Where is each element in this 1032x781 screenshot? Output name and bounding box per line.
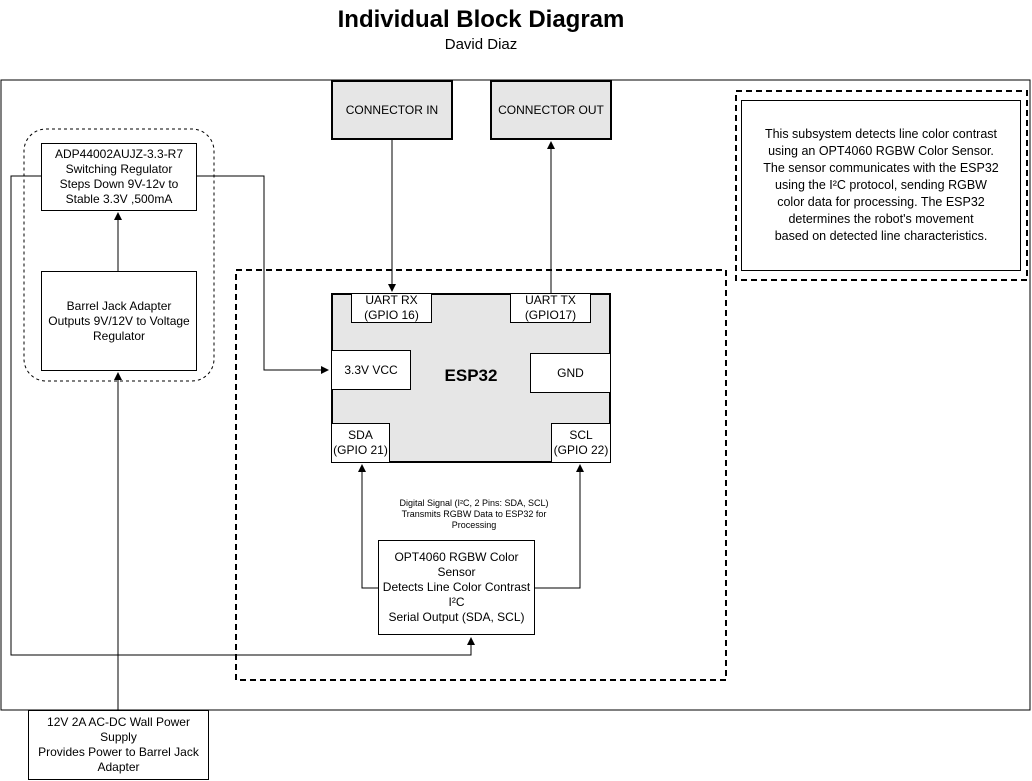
sensor-to-scl-arrow [535,464,584,589]
gnd-pin: GND [530,353,611,393]
gnd-label: GND [557,365,584,380]
regulator-to-vcc-arrow [197,175,329,374]
i2c-signal-label: Digital Signal (I²C, 2 Pins: SDA, SCL) T… [399,498,549,530]
wall-supply-block: 12V 2A AC-DC Wall Power Supply Provides … [28,710,209,780]
sda-pin: SDA (GPIO 21) [331,423,390,463]
description-text: This subsystem detects line color contra… [763,127,999,243]
vcc-pin: 3.3V VCC [331,350,411,390]
esp32-group-outline [235,269,727,681]
sensor-to-sda-arrow [358,464,378,589]
barrel-jack-label: Barrel Jack Adapter Outputs 9V/12V to Vo… [48,298,190,343]
vcc-label: 3.3V VCC [344,362,398,377]
barrel-jack-block: Barrel Jack Adapter Outputs 9V/12V to Vo… [41,271,197,371]
scl-label: SCL (GPIO 22) [553,428,609,457]
sda-label: SDA (GPIO 21) [333,428,388,457]
connector-in-label: CONNECTOR IN [345,102,439,117]
description-outline [735,90,1028,281]
description-box: This subsystem detects line color contra… [741,100,1021,271]
uart-rx-label: UART RX (GPIO 16) [364,293,419,322]
connector-out-block: CONNECTOR OUT [490,80,612,140]
esp32-label: ESP32 [444,366,498,385]
uart-rx-pin: UART RX (GPIO 16) [351,293,432,323]
connector-out-label: CONNECTOR OUT [498,102,604,117]
scl-pin: SCL (GPIO 22) [551,423,611,463]
sensor-block: OPT4060 RGBW Color Sensor Detects Line C… [378,540,535,635]
regulator-block: ADP44002AUJZ-3.3-R7 Switching Regulator … [41,143,197,211]
uart-tx-pin: UART TX (GPIO17) [510,293,591,323]
power-group-outline [23,128,215,382]
regulator-label: ADP44002AUJZ-3.3-R7 Switching Regulator … [54,147,184,206]
sensor-label: OPT4060 RGBW Color Sensor Detects Line C… [382,550,531,624]
diagram-author: David Diaz [444,36,518,53]
regulator-to-sensor-arrow [10,175,475,656]
diagram-title: Individual Block Diagram [337,6,625,33]
connector-in-block: CONNECTOR IN [331,80,453,140]
uart-tx-label: UART TX (GPIO17) [524,293,577,322]
wall-supply-label: 12V 2A AC-DC Wall Power Supply Provides … [38,715,199,774]
